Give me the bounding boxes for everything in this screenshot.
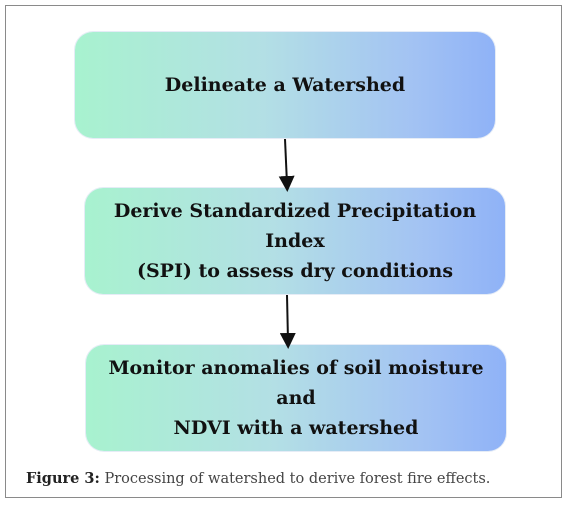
step-2-line-2: (SPI) to assess dry conditions <box>136 260 454 282</box>
arrow-step-1-to-2 <box>278 138 295 192</box>
step-3-line-1: Monitor anomalies of soil moisture and <box>108 357 484 409</box>
step-box-derive-spi: Derive Standardized Precipitation Index … <box>85 188 505 294</box>
figure-caption: Figure 3: Processing of watershed to der… <box>26 470 490 487</box>
caption-text: Processing of watershed to derive forest… <box>99 471 491 487</box>
step-3-line-2: NDVI with a watershed <box>173 417 419 439</box>
step-box-delineate-watershed: Delineate a Watershed <box>75 32 495 138</box>
step-1-line-1: Delineate a Watershed <box>164 74 406 96</box>
caption-label: Figure 3: <box>26 470 100 487</box>
arrow-step-2-to-3 <box>279 294 296 349</box>
step-2-line-1: Derive Standardized Precipitation Index <box>113 200 477 252</box>
step-box-monitor-anomalies: Monitor anomalies of soil moisture and N… <box>86 345 506 451</box>
